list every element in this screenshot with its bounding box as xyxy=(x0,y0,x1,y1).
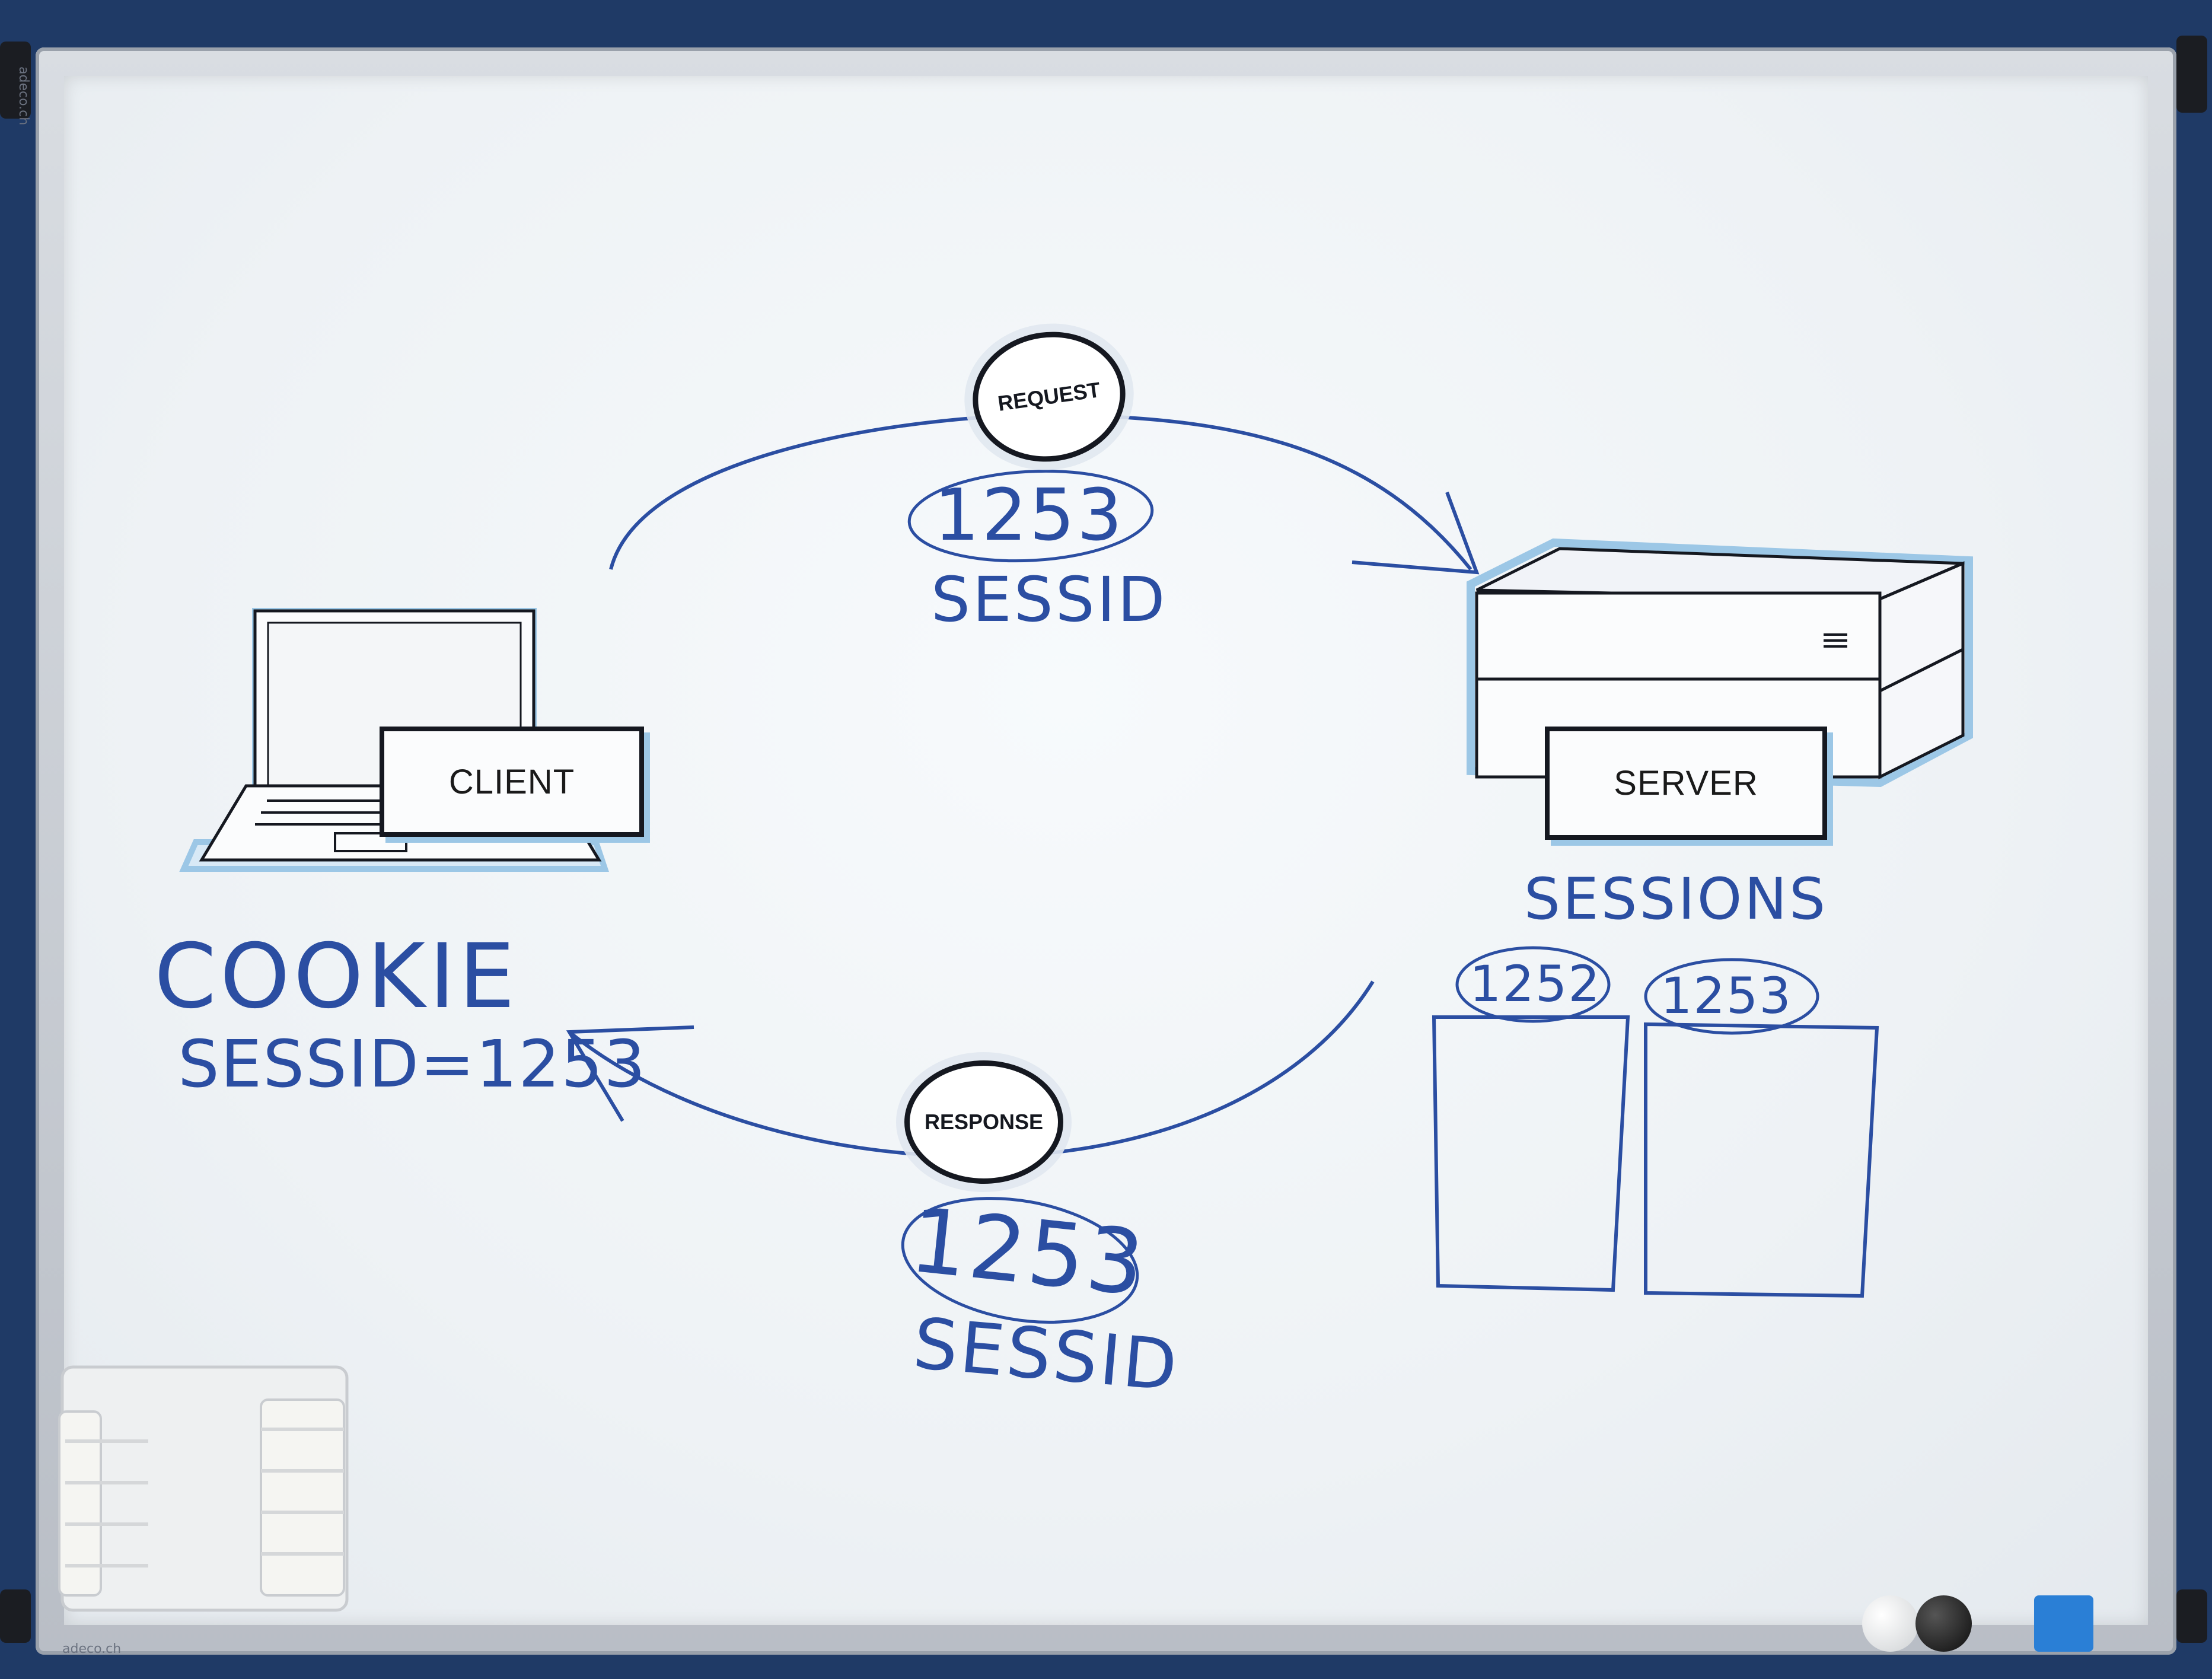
request-arrowhead xyxy=(1352,491,1480,575)
session-1252-id: 1252 xyxy=(1470,955,1601,1013)
response-badge: RESPONSE xyxy=(904,1060,1063,1184)
wall-clip-bottom-left xyxy=(0,1589,31,1643)
marker-tray-icon xyxy=(58,1365,349,1612)
cookie-title: COOKIE xyxy=(154,925,519,1028)
white-magnet[interactable] xyxy=(1862,1595,1918,1652)
request-sessid-caption: SESSID xyxy=(931,563,1168,636)
wall-clip-top-left xyxy=(0,42,31,119)
session-1252-box xyxy=(1432,1015,1630,1292)
brand-label-bottom: adeco.ch xyxy=(62,1642,122,1656)
server-label: SERVER xyxy=(1545,727,1827,840)
cookie-value: SESSID=1253 xyxy=(178,1026,647,1102)
request-id-circle xyxy=(907,469,1154,563)
response-id-circle xyxy=(901,1197,1139,1324)
client-label: CLIENT xyxy=(380,727,644,837)
blue-eraser[interactable] xyxy=(2034,1595,2093,1652)
session-1253-box xyxy=(1644,1022,1879,1298)
request-session-id: 1253 xyxy=(934,474,1125,557)
session-1252-circle xyxy=(1455,946,1611,1023)
session-1253-id: 1253 xyxy=(1660,967,1792,1025)
sessions-title: SESSIONS xyxy=(1524,866,1828,932)
wall-clip-bottom-right xyxy=(2176,1589,2207,1643)
session-1253-circle xyxy=(1644,958,1819,1035)
wall-clip-top-right xyxy=(2176,36,2207,113)
black-magnet[interactable] xyxy=(1915,1595,1972,1652)
response-arrowhead xyxy=(566,1025,694,1122)
